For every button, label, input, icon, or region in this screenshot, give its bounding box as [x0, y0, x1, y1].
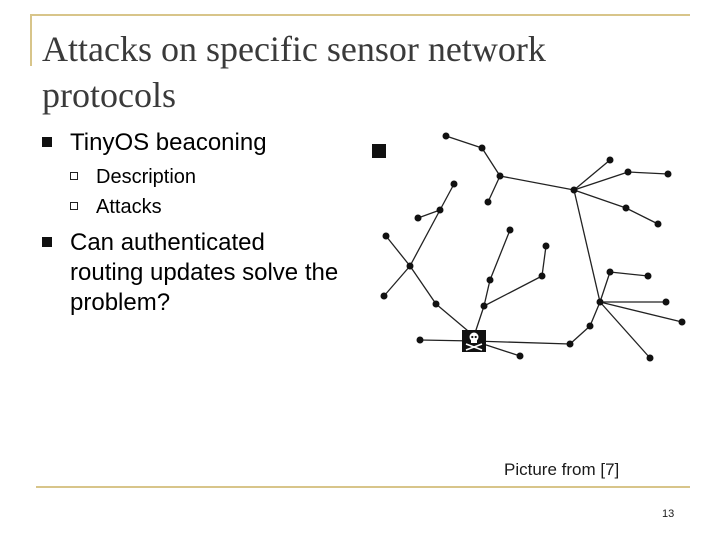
base-station-icon	[372, 144, 386, 158]
footer-rule	[36, 486, 690, 488]
sensor-network-diagram	[372, 132, 686, 362]
network-links	[383, 135, 683, 359]
bullet-text: TinyOS beaconing	[70, 129, 267, 156]
page-number: 13	[662, 508, 675, 520]
slide-title: Attacks on specific sensor network proto…	[42, 29, 546, 115]
skull-crossbones-icon	[462, 330, 486, 352]
square-bullet-icon	[42, 137, 52, 147]
bullet-tinyos: TinyOS beaconing	[42, 128, 342, 158]
bullet-text: Can authenticated routing updates solve …	[70, 229, 339, 316]
bullet-authenticated-routing: Can authenticated routing updates solve …	[42, 228, 342, 318]
square-bullet-icon	[42, 237, 52, 247]
sub-bullet-list: Description Attacks	[42, 164, 342, 220]
hollow-square-bullet-icon	[70, 202, 78, 210]
sub-bullet-description: Description	[42, 164, 342, 190]
picture-caption: Picture from [7]	[504, 460, 620, 479]
title-rule-top	[30, 14, 690, 16]
bullet-list: TinyOS beaconing Description Attacks Can…	[42, 128, 342, 324]
network-nodes	[380, 132, 686, 362]
sub-bullet-text: Attacks	[96, 196, 162, 218]
hollow-square-bullet-icon	[70, 172, 78, 180]
title-rule-vertical	[30, 14, 32, 66]
sub-bullet-attacks: Attacks	[42, 194, 342, 220]
sub-bullet-text: Description	[96, 166, 197, 188]
